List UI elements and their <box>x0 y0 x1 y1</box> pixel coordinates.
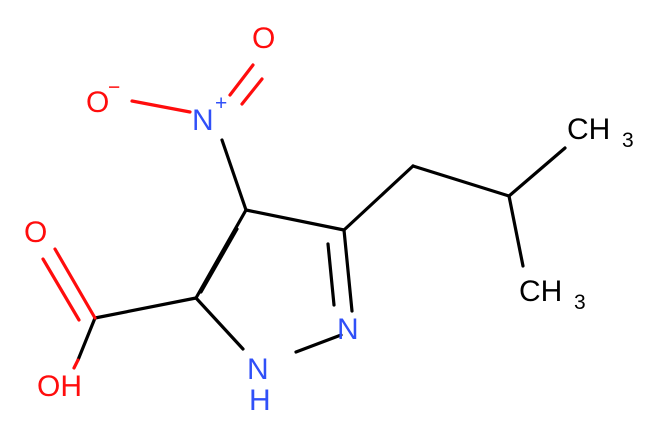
atom-n-ring: N <box>337 313 359 346</box>
bond-ccooh-o-double-b <box>41 257 81 322</box>
atom-o-nitro-top: O <box>252 22 275 55</box>
bond-oh-segment <box>72 358 80 370</box>
bond-ch-ch3-top <box>507 146 567 198</box>
atom-o-nitro-minus: O <box>86 86 109 119</box>
oxygen-bonds <box>41 63 264 370</box>
bond-ch2-ch <box>411 164 511 198</box>
group-ch3-top: CH <box>567 113 610 146</box>
group-ch3-bottom-subscript: 3 <box>574 291 586 314</box>
bond-n1-n2 <box>294 333 343 354</box>
bond-c5-ccooh <box>93 296 198 320</box>
bond-ccooh-o-double-a <box>53 247 97 320</box>
atom-nh-h: H <box>249 384 271 417</box>
atom-oh: OH <box>37 370 82 403</box>
bonds <box>76 138 567 362</box>
bond-nnitro-ominus <box>130 99 192 114</box>
charge-minus: − <box>108 76 120 99</box>
charge-plus: + <box>215 92 227 115</box>
atom-o-carbonyl: O <box>24 216 47 249</box>
bond-c5-n1 <box>194 296 245 351</box>
bond-c4-c3 <box>244 208 346 232</box>
atom-nh-n: N <box>247 353 269 386</box>
bond-nnitro-otop <box>228 63 255 97</box>
bond-ch-ch3-bottom <box>507 194 525 268</box>
group-ch3-bottom: CH <box>519 275 562 308</box>
bond-c4-c5-double <box>199 227 239 294</box>
bond-n2-c3 <box>342 228 354 313</box>
atom-n-nitro: N <box>192 104 214 137</box>
group-ch3-top-subscript: 3 <box>622 129 634 152</box>
bond-c4-nnitro <box>220 138 248 212</box>
bond-c3-ch2 <box>342 164 415 232</box>
bond-ccooh-oh <box>76 316 97 362</box>
bond-nnitro-otop-double <box>240 77 264 106</box>
bond-n2-c3-double <box>326 242 336 307</box>
